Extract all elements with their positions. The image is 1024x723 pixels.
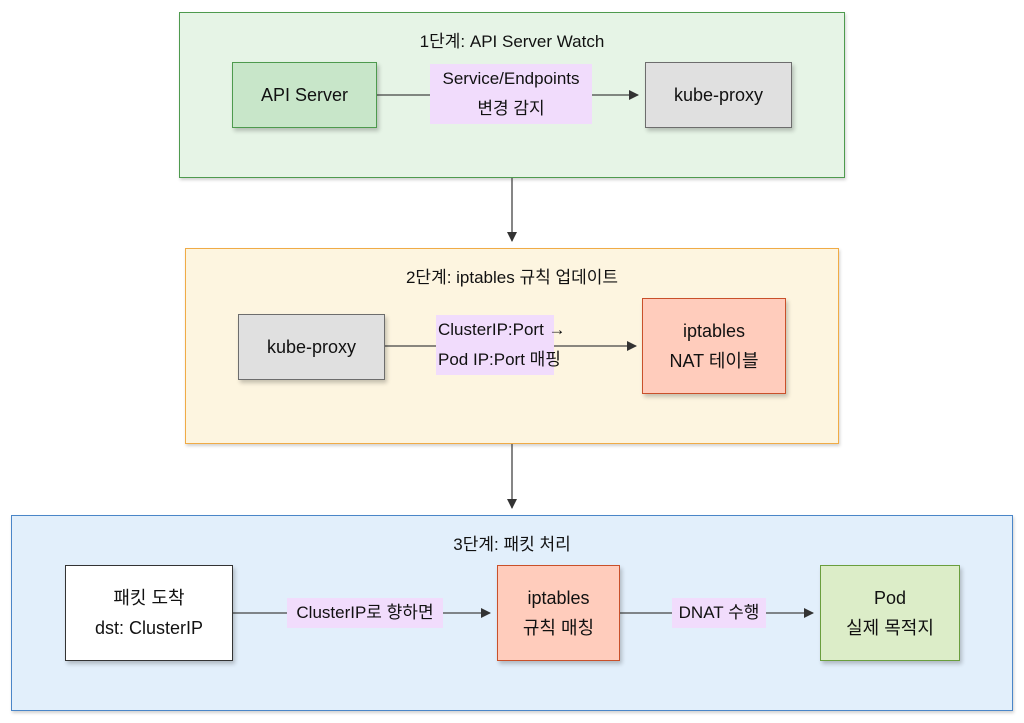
node-packet-arrival-line1: 패킷 도착 [113, 588, 185, 608]
node-pod: Pod 실제 목적지 [820, 565, 960, 661]
node-iptables-nat: iptables NAT 테이블 [642, 298, 786, 394]
node-kube-proxy-label: kube-proxy [673, 85, 764, 105]
edge-label-line: DNAT 수행 [678, 603, 760, 622]
node-api-server-label: API Server [260, 85, 349, 105]
edge-label-line: ClusterIP:Port → [438, 320, 566, 339]
node-iptables-match-line2: 규칙 매칭 [522, 618, 595, 638]
node-kube-proxy-label: kube-proxy [266, 337, 357, 357]
node-iptables-match-line1: iptables [527, 588, 590, 608]
edge-label-line: ClusterIP로 향하면 [296, 603, 434, 622]
node-iptables-match: iptables 규칙 매칭 [497, 565, 620, 661]
node-packet-arrival-line2: dst: ClusterIP [94, 618, 204, 638]
stage-3-title: 3단계: 패킷 처리 [453, 535, 571, 554]
stage-1-title: 1단계: API Server Watch [419, 32, 605, 51]
node-pod-line2: 실제 목적지 [846, 618, 934, 638]
edge-label-line: Service/Endpoints [442, 69, 580, 88]
node-kube-proxy-stage1: kube-proxy [645, 62, 792, 128]
edge-label-line: Pod IP:Port 매핑 [438, 350, 561, 369]
node-api-server: API Server [232, 62, 377, 128]
node-kube-proxy-stage2: kube-proxy [238, 314, 385, 380]
edge-label-dnat: DNAT 수행 [672, 598, 766, 628]
node-iptables-nat-line1: iptables [682, 321, 746, 341]
edge-label-to-clusterip: ClusterIP로 향하면 [287, 598, 443, 628]
edge-label-watch-changes: Service/Endpoints 변경 감지 [430, 64, 592, 124]
node-packet-arrival: 패킷 도착 dst: ClusterIP [65, 565, 233, 661]
edge-label-port-mapping: ClusterIP:Port → Pod IP:Port 매핑 [436, 315, 566, 375]
node-iptables-nat-line2: NAT 테이블 [669, 351, 759, 371]
stage-2-title: 2단계: iptables 규칙 업데이트 [405, 268, 619, 287]
node-pod-line1: Pod [873, 588, 907, 608]
edge-label-line: 변경 감지 [477, 99, 545, 118]
